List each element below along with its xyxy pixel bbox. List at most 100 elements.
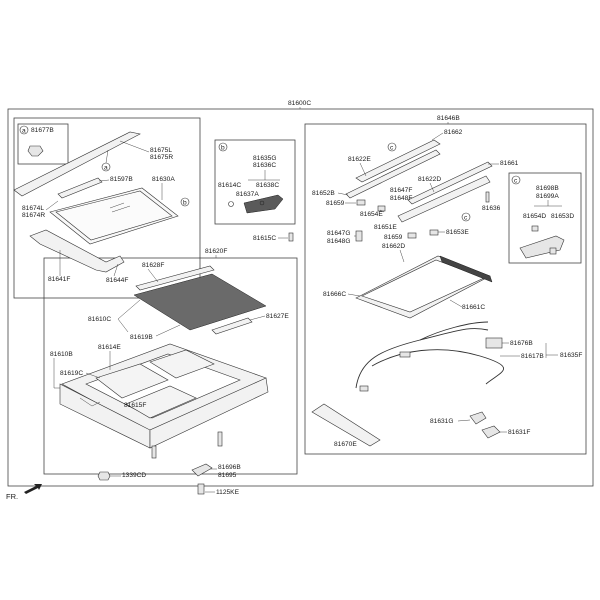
cable-guide bbox=[519, 235, 565, 259]
svg-text:a: a bbox=[104, 165, 108, 172]
label-81622E: 81622E bbox=[348, 156, 371, 163]
detail-b-frame bbox=[214, 139, 296, 225]
label-81619B: 81619B bbox=[130, 334, 153, 341]
label-81635F: 81635F bbox=[560, 352, 582, 359]
label-81622D: 81622D bbox=[418, 176, 441, 183]
label-81631G: 81631G bbox=[430, 418, 453, 425]
frame-assembly-frame bbox=[43, 257, 298, 475]
label-81659-lower: 81659 bbox=[384, 234, 403, 241]
label-81653D: 81653D bbox=[551, 213, 574, 220]
callout-a-letter: a bbox=[22, 128, 26, 135]
label-81695: 81695 bbox=[218, 472, 237, 479]
main-assembly-frame bbox=[7, 108, 594, 487]
callout-b-circle bbox=[218, 142, 228, 152]
frame-side-panel bbox=[149, 377, 269, 449]
guide-rail-lower-right bbox=[397, 175, 491, 223]
label-81610B: 81610B bbox=[50, 351, 73, 358]
label-81653E: 81653E bbox=[446, 229, 469, 236]
label-81647G: 81647G bbox=[327, 230, 350, 237]
glass-group-frame bbox=[13, 117, 201, 299]
label-81615F: 81615F bbox=[124, 402, 146, 409]
label-81637A: 81637A bbox=[236, 191, 259, 198]
svg-text:c: c bbox=[514, 178, 518, 185]
label-81597B: 81597B bbox=[110, 176, 133, 183]
bracket-81696B bbox=[191, 463, 213, 477]
svg-text:b: b bbox=[221, 145, 225, 152]
deflector-strip bbox=[57, 177, 103, 199]
sunshade-panel bbox=[133, 273, 267, 331]
callout-c-circle bbox=[511, 175, 521, 185]
label-81627E: 81627E bbox=[266, 313, 289, 320]
label-81675L: 81675L bbox=[150, 147, 172, 154]
label-81636: 81636 bbox=[482, 205, 501, 212]
label-81644F: 81644F bbox=[106, 277, 128, 284]
detail-a-frame bbox=[17, 123, 69, 165]
label-81646B: 81646B bbox=[437, 115, 460, 122]
glass-seal-frame bbox=[29, 229, 125, 273]
label-81638C: 81638C bbox=[256, 182, 279, 189]
label-81670E: 81670E bbox=[334, 441, 357, 448]
label-81698B: 81698B bbox=[536, 185, 559, 192]
label-81630A: 81630A bbox=[152, 176, 175, 183]
detail-c-frame bbox=[508, 172, 582, 264]
mechanism-frame bbox=[304, 123, 587, 455]
label-81648F: 81648F bbox=[390, 195, 412, 202]
label-81614C: 81614C bbox=[218, 182, 241, 189]
callout-a-circle bbox=[19, 125, 29, 135]
label-81675R: 81675R bbox=[150, 154, 173, 161]
label-1125KE: 1125KE bbox=[216, 489, 240, 496]
sensor-81631G bbox=[469, 411, 487, 425]
shade-front-trim bbox=[135, 265, 215, 291]
front-arrow-icon bbox=[24, 484, 42, 494]
label-81674L: 81674L bbox=[22, 205, 44, 212]
label-81636C: 81636C bbox=[253, 162, 276, 169]
nut-1339CD bbox=[97, 471, 111, 481]
clip-part bbox=[27, 145, 44, 157]
svg-text:b: b bbox=[183, 200, 187, 207]
roof-molding-strip bbox=[13, 131, 141, 197]
label-81617B: 81617B bbox=[521, 353, 544, 360]
label-81628F: 81628F bbox=[142, 262, 164, 269]
label-81610C: 81610C bbox=[88, 316, 111, 323]
label-81652B: 81652B bbox=[312, 190, 335, 197]
bolt-1125KE bbox=[197, 483, 205, 495]
label-81620F: 81620F bbox=[205, 248, 227, 255]
label-81699A: 81699A bbox=[536, 193, 559, 200]
label-81674R: 81674R bbox=[22, 212, 45, 219]
label-81661: 81661 bbox=[500, 160, 519, 167]
svg-text:c: c bbox=[390, 145, 394, 152]
label-81662D: 81662D bbox=[382, 243, 405, 250]
label-81614E: 81614E bbox=[98, 344, 121, 351]
label-81600C: 81600C bbox=[288, 100, 311, 107]
guide-rail-left bbox=[355, 139, 441, 183]
label-81631F: 81631F bbox=[508, 429, 530, 436]
label-81635G: 81635G bbox=[253, 155, 276, 162]
label-1339CD: 1339CD bbox=[122, 472, 146, 479]
label-81676B: 81676B bbox=[510, 340, 533, 347]
label-81666C: 81666C bbox=[323, 291, 346, 298]
label-81696B: 81696B bbox=[218, 464, 241, 471]
drive-motor bbox=[485, 337, 503, 349]
drive-cable bbox=[355, 328, 489, 389]
label-81647F: 81647F bbox=[390, 187, 412, 194]
rear-trim-strip bbox=[211, 317, 253, 335]
label-81659-upper: 81659 bbox=[326, 200, 345, 207]
svg-text:c: c bbox=[464, 215, 468, 222]
label-81641F: 81641F bbox=[48, 276, 70, 283]
label-81619C: 81619C bbox=[60, 370, 83, 377]
label-81615C: 81615C bbox=[253, 235, 276, 242]
label-81654D: 81654D bbox=[523, 213, 546, 220]
seal-strip-81670E bbox=[311, 403, 381, 447]
label-81677B: 81677B bbox=[31, 127, 54, 134]
label-81654E: 81654E bbox=[360, 211, 383, 218]
front-indicator: FR. bbox=[6, 492, 18, 501]
sensor-81631F bbox=[481, 425, 501, 439]
guide-rail-lower-left bbox=[345, 149, 441, 199]
frame-standoff bbox=[217, 431, 223, 447]
label-81648G: 81648G bbox=[327, 238, 350, 245]
label-81662: 81662 bbox=[444, 129, 463, 136]
guide-rail-right bbox=[407, 161, 493, 205]
label-81661C: 81661C bbox=[462, 304, 485, 311]
